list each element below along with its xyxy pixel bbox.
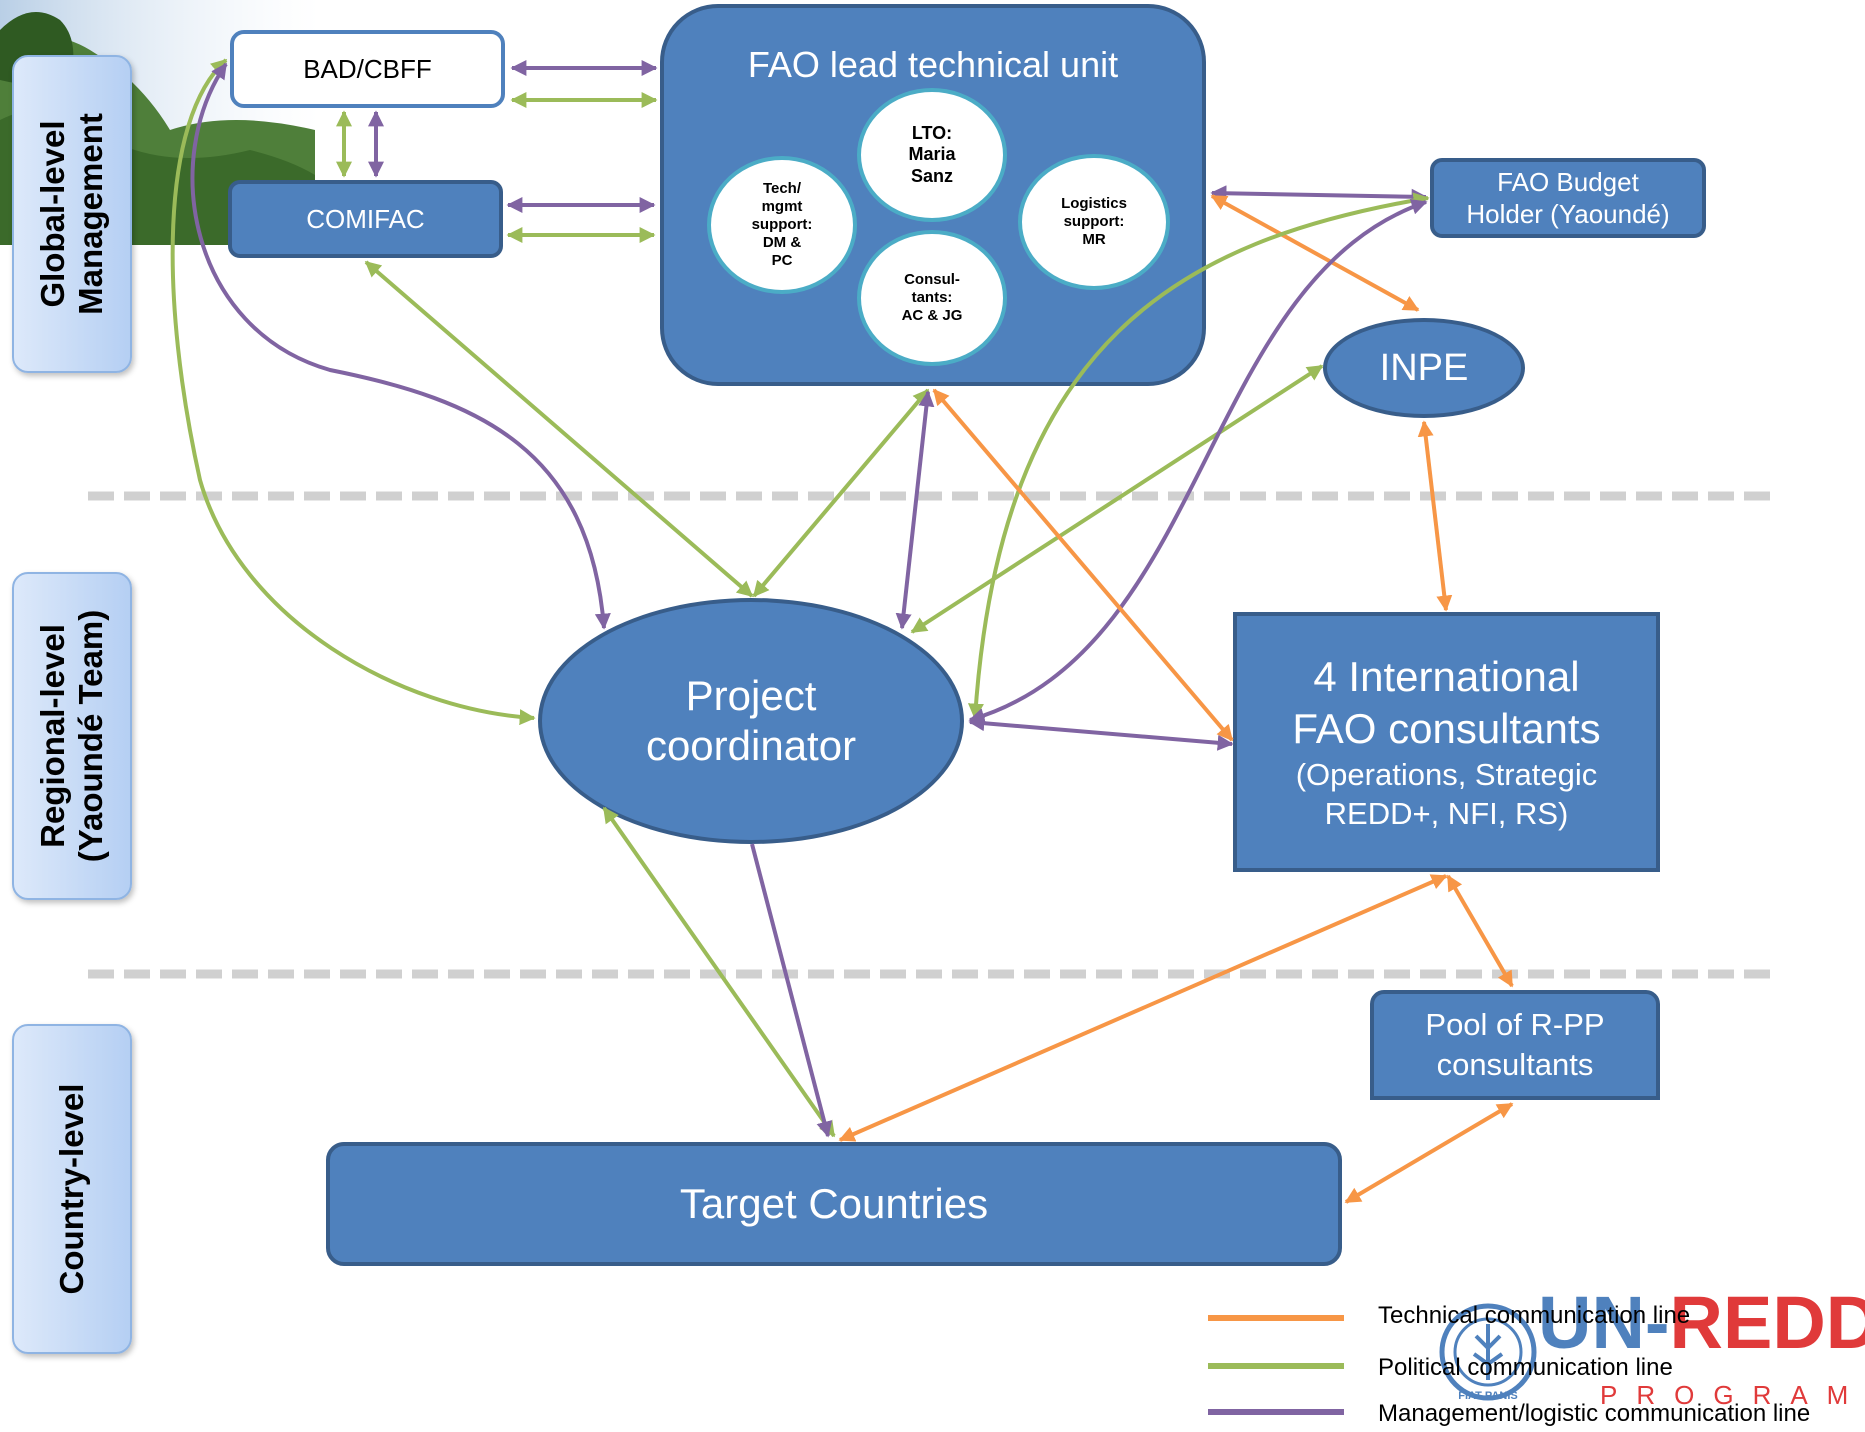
project-coordinator-line2: coordinator [645, 722, 857, 769]
arrow-fao-coordinator-management [895, 390, 935, 630]
pool-line1: Pool of R-PP [1425, 1006, 1605, 1042]
legend-political-label: Political communication line [1378, 1354, 1673, 1381]
arrow-consultants-countries-technical [838, 874, 1448, 1142]
tech-line1: Tech/ [762, 180, 802, 197]
intl-consultants-sub2: REDD+, NFI, RS) [1324, 795, 1569, 831]
logo-un-text: UN- [1538, 1281, 1670, 1364]
arrow-coordinator-countries-management [750, 843, 833, 1138]
tech-line5: PC [771, 252, 793, 269]
arrow-fao-consultants-technical [932, 388, 1234, 742]
arrow-fao-coordinator-political [752, 388, 930, 598]
logo-programme-text: PROGRAMME [1600, 1380, 1865, 1410]
legend-management-label: Management/logistic communication line [1378, 1400, 1811, 1427]
fao-seal-text: FIAT PANIS [1458, 1390, 1517, 1402]
arrow-bad-coordinator-political [170, 58, 536, 726]
arrow-coordinator-consultants [968, 715, 1234, 751]
arrow-consultants-pool-technical [1446, 874, 1514, 988]
fao-budget-holder-box: FAO Budget Holder (Yaoundé) [1430, 158, 1706, 238]
fao-seal-icon: FIAT PANIS [1439, 1303, 1537, 1402]
arrow-bad-coordinator-management [190, 62, 611, 630]
consultants-line3: AC & JG [901, 307, 963, 324]
arrow-fao-inpe-technical [1210, 194, 1420, 312]
fao-lead-unit-title: FAO lead technical unit [747, 44, 1119, 85]
lto-line2: Maria [908, 144, 956, 165]
regional-level-tab: Regional-level (Yaoundé Team) [12, 572, 132, 900]
budget-holder-line1: FAO Budget [1497, 166, 1639, 197]
global-level-tab: Global-level Management [12, 55, 132, 373]
consultants-line2: tants: [911, 289, 953, 306]
lto-line3: Sanz [910, 165, 953, 186]
arrow-coordinator-countries-political [602, 806, 836, 1138]
un-redd-logo: FIAT PANIS UN-REDD PROGRAMME [1428, 1286, 1865, 1432]
target-countries-box: Target Countries [326, 1142, 1342, 1266]
legend-technical-label: Technical communication line [1378, 1302, 1691, 1329]
intl-consultants-sub1: (Operations, Strategic [1295, 756, 1598, 792]
country-level-tab: Country-level [12, 1024, 132, 1354]
target-countries-label: Target Countries [679, 1180, 989, 1227]
logo-redd-text: REDD [1669, 1281, 1865, 1364]
lto-line1: LTO: [911, 122, 953, 143]
arrow-pool-countries-technical [1344, 1102, 1514, 1204]
project-coordinator-line1: Project [685, 671, 817, 719]
arrow-fao-budget-management [1210, 185, 1428, 205]
consultants-line1: Consul- [904, 271, 960, 288]
pool-line2: consultants [1436, 1047, 1594, 1082]
arrow-inpe-coordinator [910, 364, 1324, 634]
tech-line4: DM & [762, 234, 802, 251]
arrow-budget-coordinator-management [968, 199, 1428, 724]
legend-swatches [1208, 1315, 1344, 1415]
arrow-comifac-coordinator [364, 260, 754, 598]
tech-support-circle: Tech/ mgmt support: DM & PC [707, 156, 857, 294]
arrow-inpe-consultants [1417, 420, 1453, 612]
un-redd-wordmark: UN-REDD [1538, 1286, 1865, 1360]
tech-line2: mgmt [761, 198, 803, 215]
tech-line3: support: [751, 216, 813, 233]
project-coordinator-ellipse: Project coordinator [538, 598, 964, 844]
budget-holder-line2: Holder (Yaoundé) [1466, 199, 1670, 229]
